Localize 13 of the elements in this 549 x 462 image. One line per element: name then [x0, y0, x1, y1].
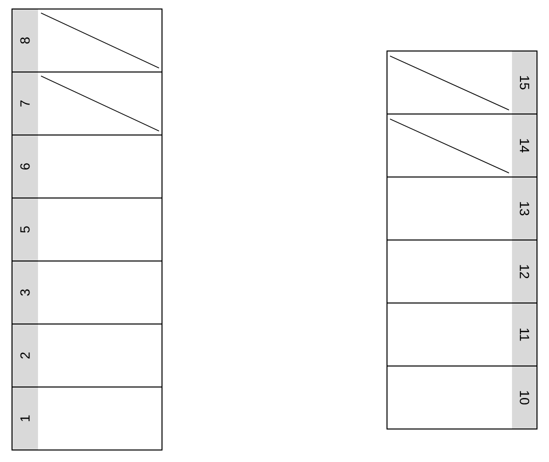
numbered-cell: 15: [386, 50, 538, 114]
numbered-cell: 1: [12, 386, 162, 450]
numbered-cell: 5: [12, 198, 162, 262]
numbered-cell: 8: [12, 8, 162, 72]
numbered-cell: 14: [386, 114, 538, 178]
numbered-cell: 10: [386, 366, 538, 430]
numbered-cell: 7: [12, 72, 162, 136]
numbered-cell: 12: [386, 240, 538, 304]
numbered-cell: 3: [12, 260, 162, 324]
numbered-cell: 6: [12, 134, 162, 198]
numbered-cell: 2: [12, 324, 162, 388]
numbered-cell: 11: [386, 302, 538, 366]
numbered-cell: 13: [386, 176, 538, 240]
